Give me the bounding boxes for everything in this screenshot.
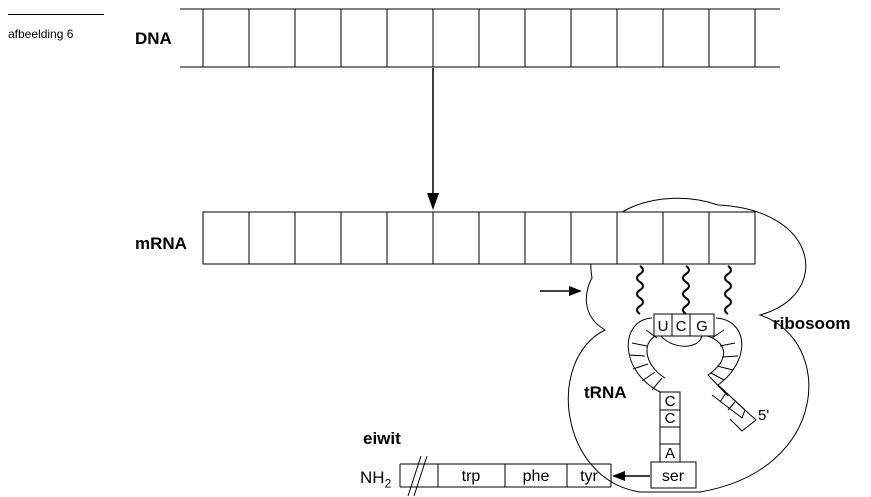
n-terminus-subscript: 2 [384, 476, 392, 491]
anticodon [653, 313, 715, 337]
dna-strand [180, 8, 780, 68]
anticodon-base: U [658, 318, 669, 335]
acceptor-base: C [665, 410, 676, 427]
anticodon-base: C [676, 318, 687, 335]
amino-acid: tyr [580, 468, 598, 485]
base-pair-bonds [636, 265, 732, 315]
dna-label: DNA [135, 29, 172, 48]
acceptor-base: C [665, 393, 676, 410]
five-prime-label: 5' [758, 407, 770, 424]
incoming-amino-acid: ser [662, 468, 685, 485]
n-terminus-label: NH2 [360, 468, 391, 490]
ribosome-outline [567, 197, 810, 493]
figure-caption: afbeelding 6 [8, 27, 74, 41]
amino-acid: phe [523, 468, 550, 485]
incoming-amino-acid-box [650, 461, 697, 489]
trna-label: tRNA [584, 383, 627, 402]
acceptor-base: A [665, 445, 675, 462]
anticodon-base: G [696, 318, 708, 335]
n-terminus-text: NH [360, 468, 385, 487]
peptide-bond-arrow [612, 471, 650, 481]
polypeptide-chain [399, 455, 612, 497]
ribosome-label: ribosoom [773, 314, 851, 333]
caption-rule [8, 14, 104, 15]
mrna-strand [202, 211, 756, 265]
amino-acid: trp [462, 468, 481, 485]
mrna-label: mRNA [135, 234, 187, 253]
transcription-arrow [427, 68, 439, 210]
protein-label: eiwit [363, 429, 401, 448]
ribosome-direction-arrow [540, 286, 582, 296]
acceptor-stem [659, 391, 681, 463]
